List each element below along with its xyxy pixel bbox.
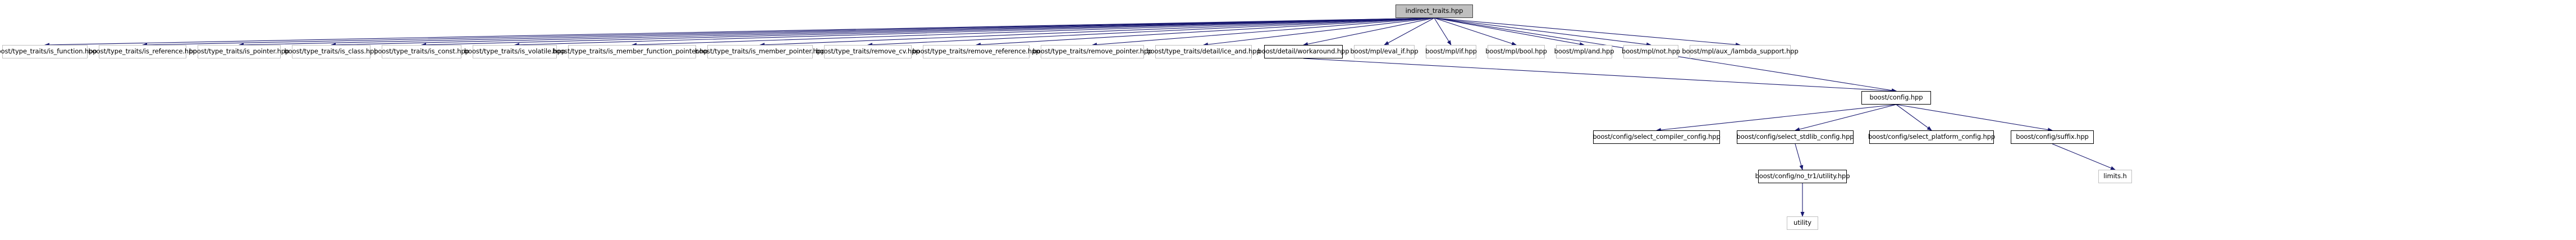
graph-node-label: boost/mpl/and.hpp [1554, 47, 1614, 56]
graph-edge [759, 17, 1435, 47]
graph-node-label: boost/type_traits/is_function.hpp [0, 47, 97, 56]
graph-edge [1384, 17, 1435, 46]
graph-node-label: utility [1793, 219, 1811, 227]
graph-node[interactable]: utility [1787, 216, 1818, 230]
graph-node[interactable]: boost/type_traits/is_volatile.hpp [464, 45, 565, 58]
graph-edge [1896, 104, 2053, 132]
graph-node[interactable]: boost/config/no_tr1/utility.hpp [1755, 170, 1850, 183]
graph-node-label: boost/type_traits/detail/ice_and.hpp [1146, 47, 1261, 56]
graph-node-label: boost/type_traits/is_pointer.hpp [189, 47, 290, 56]
graph-node[interactable]: boost/type_traits/is_reference.hpp [88, 45, 197, 58]
graph-node[interactable]: boost/type_traits/detail/ice_and.hpp [1146, 45, 1261, 58]
graph-node-label: boost/config/select_stdlib_config.hpp [1736, 133, 1854, 141]
graph-node-label: boost/detail/workaround.hpp [1257, 47, 1349, 56]
graph-edge [331, 17, 1435, 47]
graph-node[interactable]: boost/mpl/eval_if.hpp [1350, 45, 1419, 58]
graph-edge [514, 17, 1435, 47]
graph-node-label: boost/type_traits/is_member_function_poi… [552, 47, 712, 56]
graph-node-label: boost/type_traits/is_member_pointer.hpp [694, 47, 826, 56]
graph-edge [1434, 17, 1651, 47]
graph-edge [142, 17, 1435, 47]
graph-node-label: boost/config/select_compiler_config.hpp [1593, 133, 1721, 141]
graph-edge [867, 17, 1435, 47]
graph-edge [976, 17, 1435, 47]
graph-node[interactable]: boost/mpl/not.hpp [1622, 45, 1680, 58]
graph-node[interactable]: boost/type_traits/is_class.hpp [284, 45, 378, 58]
graph-node-label: boost/config.hpp [1869, 93, 1923, 102]
graph-edge [1203, 17, 1435, 47]
graph-node-label: boost/type_traits/remove_cv.hpp [816, 47, 920, 56]
graph-node-label: boost/type_traits/is_volatile.hpp [464, 47, 566, 56]
graph-node-label: boost/mpl/if.hpp [1425, 47, 1477, 56]
graph-node-label: boost/mpl/aux_/lambda_support.hpp [1682, 47, 1799, 56]
graph-edge [1434, 17, 1585, 47]
graph-edge [1092, 17, 1435, 47]
graph-node[interactable]: boost/type_traits/is_pointer.hpp [189, 45, 289, 58]
graph-node-label: boost/config/select_platform_config.hpp [1868, 133, 1996, 141]
graph-node[interactable]: boost/type_traits/remove_cv.hpp [816, 45, 920, 58]
graph-edge [44, 17, 1435, 47]
graph-node[interactable]: boost/type_traits/remove_reference.hpp [912, 45, 1040, 58]
graph-edge [1896, 104, 1932, 131]
graph-node-label: limits.h [2103, 172, 2127, 180]
graph-edge [632, 17, 1435, 47]
graph-node-label: boost/type_traits/is_reference.hpp [88, 47, 197, 56]
graph-node[interactable]: boost/type_traits/is_const.hpp [374, 45, 469, 58]
graph-edge [1434, 17, 1741, 47]
graph-node[interactable]: boost/config/select_compiler_config.hpp [1593, 130, 1721, 144]
graph-edge [1434, 17, 1517, 46]
graph-edge [1795, 143, 1804, 170]
graph-node[interactable]: limits.h [2098, 170, 2132, 183]
graph-node-label: boost/type_traits/is_const.hpp [374, 47, 469, 56]
graph-node[interactable]: boost/config/select_stdlib_config.hpp [1737, 130, 1854, 144]
graph-node-label: boost/mpl/eval_if.hpp [1350, 47, 1419, 56]
graph-edge [239, 17, 1435, 47]
graph-node-label: boost/config/suffix.hpp [2016, 133, 2089, 141]
graph-node[interactable]: boost/detail/workaround.hpp [1258, 45, 1349, 58]
graph-node[interactable]: boost/mpl/and.hpp [1554, 45, 1614, 58]
graph-root-node[interactable]: indirect_traits.hpp [1395, 4, 1473, 18]
graph-node[interactable]: boost/config/suffix.hpp [2011, 130, 2094, 144]
graph-node[interactable]: boost/type_traits/is_member_function_poi… [552, 45, 712, 58]
graph-edge [1303, 17, 1435, 46]
graph-node-label: boost/type_traits/is_class.hpp [284, 47, 378, 56]
graph-edge [1303, 58, 1897, 93]
graph-edge [1795, 104, 1897, 132]
graph-node[interactable]: boost/config/select_platform_config.hpp [1868, 130, 1996, 144]
graph-edge [1434, 17, 1452, 46]
graph-edge [1656, 104, 1897, 132]
graph-node[interactable]: boost/config.hpp [1861, 91, 1931, 105]
graph-edge [421, 17, 1435, 47]
graph-node[interactable]: boost/mpl/bool.hpp [1485, 45, 1547, 58]
graph-node-label: boost/type_traits/remove_reference.hpp [912, 47, 1040, 56]
graph-edge [2052, 143, 2116, 170]
graph-node[interactable]: boost/mpl/if.hpp [1425, 45, 1477, 58]
graph-node-label: boost/type_traits/remove_pointer.hpp [1032, 47, 1152, 56]
graph-node-label: indirect_traits.hpp [1405, 7, 1463, 15]
graph-node[interactable]: boost/type_traits/is_member_pointer.hpp [695, 45, 825, 58]
graph-node-label: boost/mpl/bool.hpp [1485, 47, 1547, 56]
graph-node-label: boost/config/no_tr1/utility.hpp [1755, 172, 1850, 180]
graph-node[interactable]: boost/type_traits/remove_pointer.hpp [1033, 45, 1152, 58]
graph-node-label: boost/mpl/not.hpp [1622, 47, 1680, 56]
graph-node[interactable]: boost/type_traits/is_function.hpp [0, 45, 97, 58]
graph-node[interactable]: boost/mpl/aux_/lambda_support.hpp [1682, 45, 1799, 58]
